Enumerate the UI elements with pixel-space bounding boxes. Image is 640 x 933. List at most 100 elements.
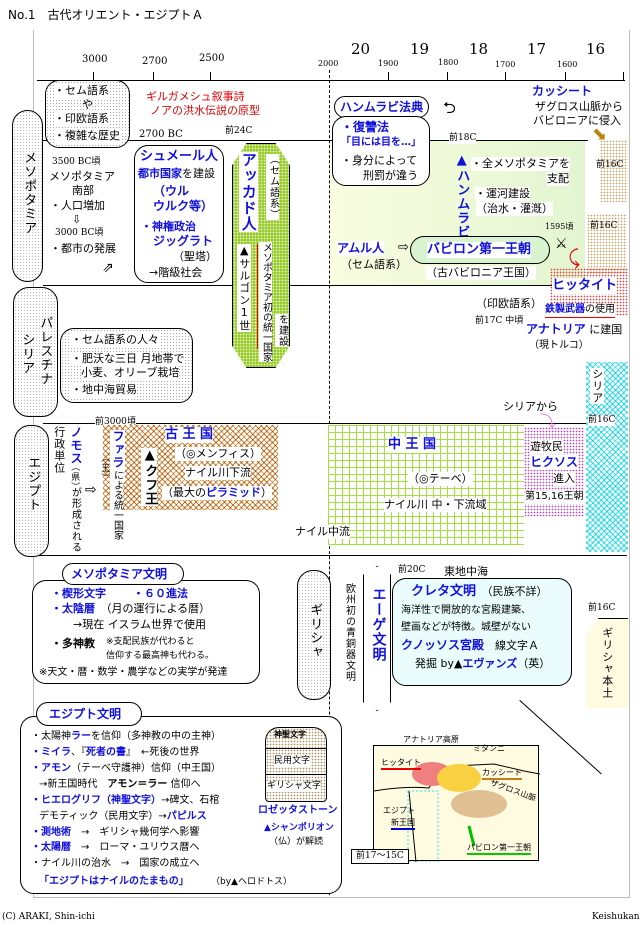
decoration — [437, 764, 481, 792]
page-title: No.1 古代オリエント・エジプトＡ — [8, 8, 204, 22]
text: クノッソス宮殿 — [401, 638, 485, 652]
text: ラー — [71, 731, 91, 742]
text: 行政単位 — [52, 426, 66, 474]
text: 』 ←死後の世界 — [126, 747, 200, 758]
text: ・太陽神 — [31, 731, 71, 742]
century-label: 16 — [586, 40, 606, 58]
nomos-label: ノモス — [69, 426, 83, 465]
text: 、『 — [71, 747, 86, 758]
region-palestine: パレスチナ シリア — [13, 287, 58, 417]
date-label: 前16C — [588, 603, 616, 613]
text: ・６０進法 — [133, 587, 188, 600]
text: 都市国家 — [138, 167, 182, 180]
date-label: 1595頃 — [545, 222, 574, 231]
text: による統一国家 — [110, 470, 123, 540]
text: →現在 イスラム世界で使用 — [73, 618, 207, 631]
text: 南部 — [72, 184, 94, 197]
year-label: 1700 — [495, 60, 516, 69]
text: 海洋性で開放的な宮殿建築、 — [401, 605, 531, 616]
text: アナトリア — [526, 322, 586, 336]
kassite-label: カッシート — [532, 84, 593, 98]
text: （セム語系） — [341, 258, 407, 271]
decoration: クノッソス宮殿 線文字Ａ — [401, 638, 539, 653]
text: 信仰する最高神も代わる。 — [106, 651, 215, 661]
decoration — [33, 555, 627, 556]
decoration — [43, 140, 588, 141]
text: 鉄製武器 — [545, 304, 585, 315]
text: ・都市の発展 — [50, 242, 116, 255]
text: ・ヒエログリフ（神聖文字） — [31, 795, 161, 806]
year-label: 1800 — [438, 58, 459, 67]
babylon-dynasty-box: バビロン第一王朝 — [410, 236, 550, 264]
text: シュメール人 — [140, 149, 219, 164]
date-label: 2700 BC — [139, 129, 183, 140]
amorite-label: アムル人 — [337, 241, 385, 256]
khufu-label: ▲クフ王 — [141, 448, 158, 506]
text: ・人口増加 — [50, 199, 105, 212]
arrow-left-icon: ⮌ — [443, 98, 456, 117]
text: ・セム語系の人々 — [71, 333, 159, 347]
date-label: 前16C — [590, 221, 618, 231]
decoration: 発掘 by▲エヴァンズ（英） — [415, 657, 550, 671]
decoration: （最大のピラミッド） — [162, 486, 272, 500]
arrow-right-icon: ⇗ — [102, 260, 114, 276]
aegean-title: エーゲ文明 — [363, 566, 391, 711]
gilgamesh-note: ノアの洪水伝説の原型 — [150, 104, 260, 117]
decoration — [153, 72, 154, 80]
decoration — [257, 244, 258, 349]
text: ジッグラト — [153, 234, 214, 248]
map-label: バビロン第一王朝 — [467, 843, 531, 855]
decoration — [93, 72, 94, 80]
text: クレタ文明 — [411, 584, 477, 599]
decoration — [408, 790, 417, 862]
map-label: エジプト — [383, 806, 415, 815]
text: 発掘 by▲ — [415, 657, 463, 670]
decoration — [623, 72, 624, 80]
text: ・複雑な歴史 — [54, 129, 120, 143]
meso-civ-title: メソポタミア文明 — [62, 563, 184, 585]
text: （県） — [69, 462, 80, 492]
crete-box: クレタ文明 （民族不詳） 海洋性で開放的な宮殿建築、 壁画などが特徴。城壁がない… — [392, 578, 572, 686]
map-label: ミタンニ — [473, 744, 505, 753]
decoration — [266, 774, 326, 775]
text: ・復讐法 — [341, 120, 390, 134]
century-label: 17 — [527, 40, 547, 58]
region-mesopotamia: メソポタミア — [12, 110, 43, 282]
decoration: アナトリア に建国 — [526, 322, 622, 337]
century-label: 18 — [469, 40, 489, 58]
decoration: ・楔形文字 — [51, 587, 106, 601]
text: ） — [261, 486, 272, 499]
text: →碑文、石棺 — [161, 795, 220, 806]
text: を建設 — [275, 314, 288, 347]
century-label: 19 — [410, 40, 430, 58]
text: → ローマ・ユリウス暦へ — [81, 842, 200, 853]
text: 第15,16王朝 — [525, 491, 584, 504]
text: メソポタミア文明 — [71, 567, 168, 581]
map-label: 新王国 — [391, 818, 415, 830]
year-label: 2000 — [318, 59, 339, 68]
map-label: ヒッタイト — [381, 758, 421, 770]
text: ・全メソポタミアを — [471, 157, 570, 171]
decoration — [374, 763, 540, 792]
text: ・楔形文字 — [51, 587, 106, 600]
copyright: (C) ARAKI, Shin-ichi — [2, 912, 95, 922]
text: ・太陰暦 — [51, 602, 95, 615]
text: →階級社会 — [149, 266, 203, 279]
map-period: 前17〜15C — [351, 849, 409, 865]
text: ザグロス山脈から — [535, 100, 623, 113]
date-label: 前17C 中頃 — [475, 316, 524, 326]
year-label: 1600 — [557, 60, 578, 69]
text: 小麦、オリーブ栽培 — [81, 366, 180, 380]
text: パピルス — [166, 811, 207, 822]
publisher: Keishukan — [592, 912, 640, 922]
text: ナイル中流 — [295, 525, 350, 539]
text: 遊牧民 — [530, 440, 563, 454]
text: ・太陽暦 — [31, 842, 71, 853]
text: や — [82, 98, 93, 111]
text: ギリシャ文字 — [267, 781, 322, 793]
decoration — [266, 748, 326, 749]
text: ナイル川下流 — [185, 466, 251, 480]
meso-civ-box: ・楔形文字 ・６０進法 ・太陰暦 （月の運行による暦） →現在 イスラム世界で使… — [32, 580, 260, 684]
text: ・アモン — [31, 763, 71, 774]
text: 支配 — [547, 172, 569, 186]
